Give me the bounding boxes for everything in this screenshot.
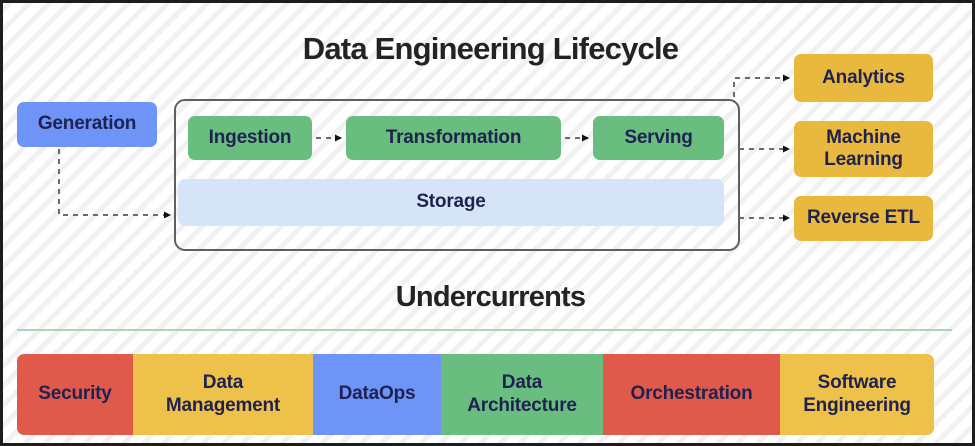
node-serving[interactable]: Serving (593, 116, 724, 160)
edge-generation-to-lifecycle (58, 149, 171, 219)
page-title-undercurrents: Undercurrents (395, 281, 586, 313)
page-title-lifecycle: Data Engineering Lifecycle (302, 31, 679, 66)
section-divider (17, 329, 952, 331)
undercurrent-segment[interactable]: Security (17, 354, 133, 435)
edge-lifecycle-to-analytics (733, 74, 790, 97)
node-ingestion[interactable]: Ingestion (188, 116, 312, 160)
node-generation[interactable]: Generation (17, 102, 157, 147)
node-reverse-etl[interactable]: Reverse ETL (794, 196, 933, 241)
node-analytics[interactable]: Analytics (794, 54, 933, 102)
undercurrent-segment[interactable]: DataOps (313, 354, 441, 435)
lifecycle-container (174, 99, 740, 251)
node-transformation[interactable]: Transformation (346, 116, 561, 160)
node-storage[interactable]: Storage (178, 179, 724, 226)
undercurrent-segment[interactable]: Orchestration (603, 354, 780, 435)
